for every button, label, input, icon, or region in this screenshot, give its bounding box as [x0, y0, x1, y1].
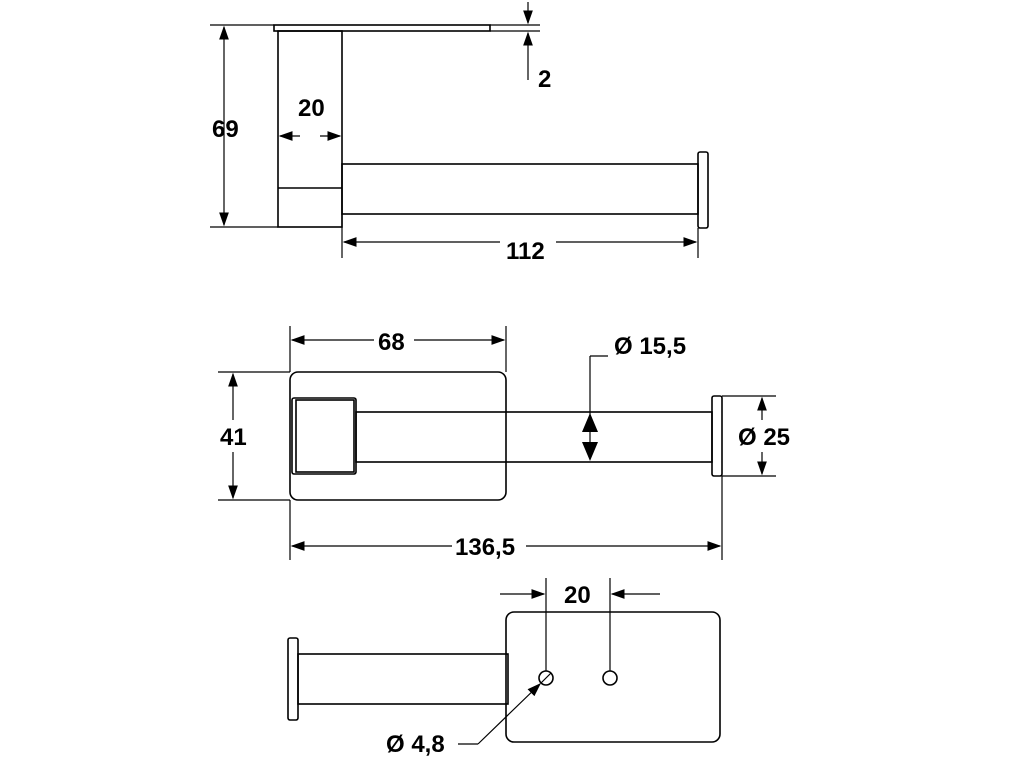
back-mounting-hole-right: [602, 670, 618, 686]
back-hole-hatch: [540, 672, 552, 684]
side-post-width-label: 20: [298, 95, 325, 122]
side-height-label: 69: [212, 116, 239, 143]
front-post-block: [291, 397, 357, 475]
side-arm-length-label: 112: [506, 238, 545, 265]
front-arm-diameter-label: Ø 15,5: [614, 333, 686, 360]
front-arm-arrow-down: [582, 442, 598, 461]
front-view: 68 41 Ø 15,5 Ø 25 136,5: [218, 326, 790, 561]
front-arm: [355, 411, 713, 463]
side-mounting-plate: [273, 24, 491, 32]
front-cap-diameter-label: Ø 25: [738, 424, 790, 451]
front-post-inner: [295, 399, 355, 473]
back-arm: [297, 653, 509, 705]
front-height-label: 41: [220, 424, 247, 451]
front-total-length-label: 136,5: [455, 534, 515, 561]
back-hole-spacing-label: 20: [564, 582, 591, 609]
back-hole-diameter-label: Ø 4,8: [386, 731, 445, 758]
side-plate-thickness-label: 2: [538, 66, 551, 93]
back-view: 20 Ø 4,8: [287, 578, 721, 758]
front-back-plate: [289, 371, 507, 501]
front-arm-arrow-up: [582, 413, 598, 432]
side-post: [277, 30, 343, 228]
front-end-cap: [711, 395, 723, 477]
side-view: 69 20 2 112: [210, 2, 709, 265]
side-arm: [341, 163, 699, 215]
back-plate: [505, 611, 721, 743]
back-end-cap: [287, 637, 299, 721]
side-end-cap: [697, 151, 709, 229]
back-hole-leader-diagonal: [477, 683, 542, 745]
front-width-label: 68: [378, 329, 405, 356]
